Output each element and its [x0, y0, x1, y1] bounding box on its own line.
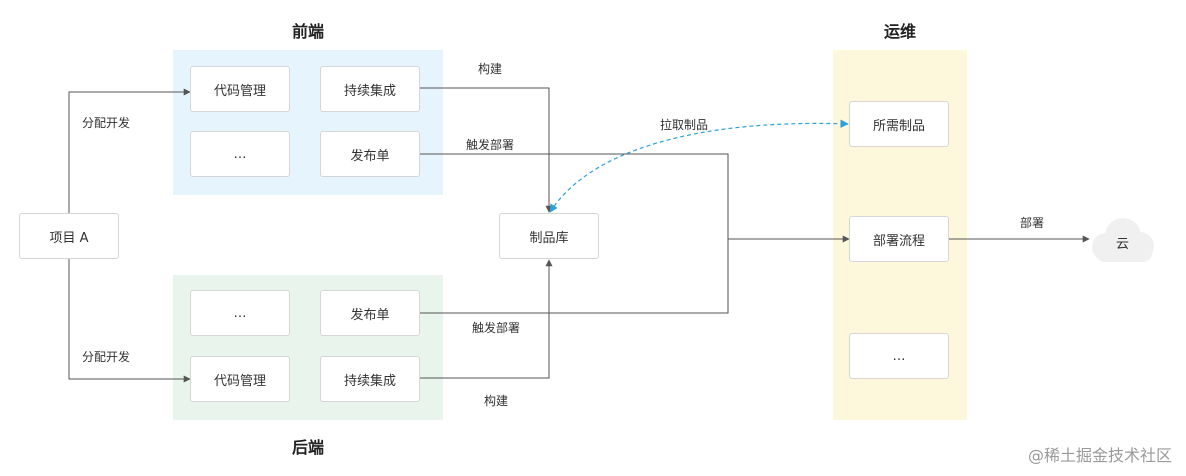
project-node[interactable]: 项目 A [19, 213, 119, 259]
watermark: @稀土掘金技术社区 [1027, 446, 1172, 465]
backend-release[interactable]: 发布单 [320, 290, 420, 336]
label-assign-bottom: 分配开发 [82, 350, 131, 364]
frontend-more[interactable]: … [190, 131, 290, 177]
label-build-top: 构建 [478, 62, 503, 76]
ops-deploy-flow[interactable]: 部署流程 [849, 216, 949, 262]
edge-trigger-bottom [420, 239, 729, 314]
label-deploy: 部署 [1020, 216, 1045, 230]
ops-more[interactable]: … [849, 333, 949, 379]
edge-pull-artifact [549, 119, 849, 213]
frontend-continuous-integration[interactable]: 持续集成 [320, 66, 420, 112]
artifact-repository[interactable]: 制品库 [499, 213, 599, 259]
label-pull-artifact: 拉取制品 [660, 118, 709, 132]
frontend-release[interactable]: 发布单 [320, 131, 420, 177]
backend-title: 后端 [291, 438, 324, 457]
cloud-icon [1092, 218, 1154, 262]
label-build-bottom: 构建 [484, 394, 509, 408]
edge-build-bottom [420, 259, 553, 379]
frontend-title: 前端 [291, 22, 324, 41]
label-trigger-bottom: 触发部署 [472, 321, 521, 335]
edge-assign-bottom [68, 259, 191, 383]
label-trigger-top: 触发部署 [466, 138, 515, 152]
frontend-code-management[interactable]: 代码管理 [190, 66, 290, 112]
backend-code-management[interactable]: 代码管理 [190, 356, 290, 402]
ops-required-artifacts[interactable]: 所需制品 [849, 101, 949, 147]
label-assign-top: 分配开发 [82, 116, 131, 130]
edge-assign-top [68, 88, 191, 213]
backend-more[interactable]: … [190, 290, 290, 336]
edge-build-top [420, 87, 553, 213]
cloud-label: 云 [1116, 237, 1130, 252]
ops-title: 运维 [883, 22, 916, 41]
backend-continuous-integration[interactable]: 持续集成 [320, 356, 420, 402]
